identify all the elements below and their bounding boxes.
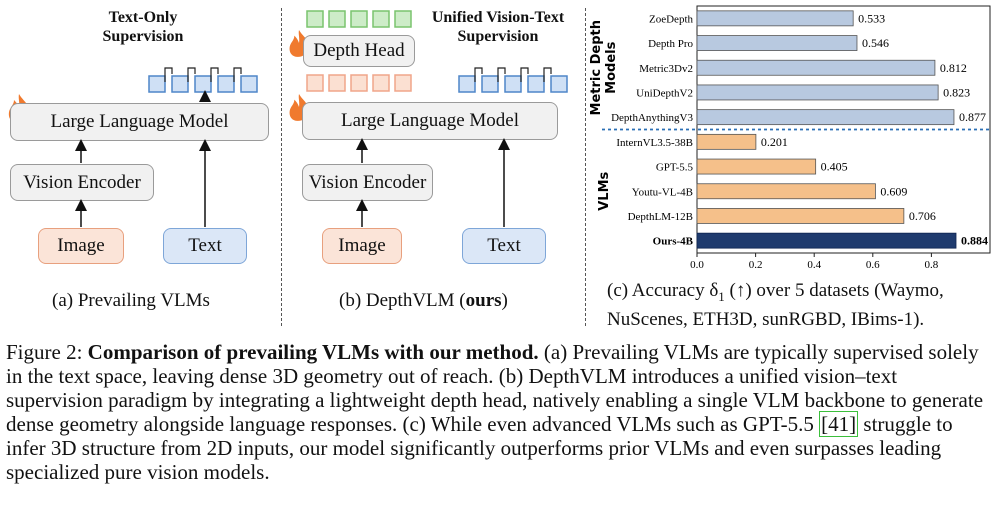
value-label: 0.812 [940, 61, 967, 75]
panel-b-text-box: Text [462, 228, 546, 264]
category-label: Depth Pro [648, 38, 693, 50]
panel-a-llm-box: Large Language Model [10, 103, 269, 141]
bar [696, 232, 957, 249]
group-label: VLMs [597, 171, 612, 210]
value-label: 0.533 [858, 11, 885, 25]
bar [696, 84, 939, 101]
category-label: Ours-4B [653, 236, 694, 248]
panel-b-llm-box: Large Language Model [302, 102, 558, 140]
panel-b-caption-prefix: (b) DepthVLM ( [339, 290, 466, 311]
figure-caption: Figure 2: Comparison of prevailing VLMs … [6, 340, 996, 484]
figure-caption-text-1: (a) Prevailing VLMs are typically superv… [6, 340, 984, 436]
divider-a-b [281, 8, 282, 326]
x-tick-label: 0.0 [690, 259, 704, 271]
value-label: 0.884 [961, 234, 988, 248]
divider-b-c [585, 8, 586, 326]
x-tick-label: 0.6 [866, 259, 880, 271]
panel-c-caption-line1-rest: (↑) over 5 datasets (Waymo, [724, 280, 944, 301]
bar [696, 59, 936, 76]
panel-b-image-box: Image [322, 228, 402, 264]
panel-b-depth-tokens [306, 10, 412, 28]
panel-a-arrows [75, 90, 211, 227]
x-tick-label: 0.2 [749, 259, 763, 271]
figure-caption-text-2: struggle to infer 3D structure from 2D i… [6, 412, 953, 484]
value-label: 0.546 [862, 36, 889, 50]
bar [696, 133, 757, 150]
value-label: 0.405 [821, 160, 848, 174]
panel-a-text-tokens [148, 67, 258, 93]
depth-head-box: Depth Head [303, 35, 415, 67]
value-label: 0.201 [761, 135, 788, 149]
panel-b-vision-tokens [306, 74, 412, 92]
group-label: Metric DepthModels [590, 20, 619, 115]
category-label: Youtu-VL-4B [632, 186, 693, 198]
figure-caption-bold: Comparison of prevailing VLMs with our m… [87, 340, 539, 364]
category-label: DepthAnythingV3 [611, 112, 693, 124]
x-tick-label: 0.4 [807, 259, 821, 271]
value-label: 0.609 [880, 184, 907, 198]
bar [696, 158, 817, 175]
panel-c-caption: (c) Accuracy δ1 (↑) over 5 datasets (Way… [607, 279, 944, 331]
panel-a-title: Text-Only Supervision [102, 9, 184, 45]
panel-b-caption: (b) DepthVLM (ours) [339, 290, 508, 312]
value-label: 0.823 [943, 85, 970, 99]
bar [696, 10, 854, 27]
panel-c-caption-line2: NuScenes, ETH3D, sunRGBD, IBims-1). [607, 308, 925, 330]
panel-b-title: Unified Vision-Text Supervision [431, 9, 565, 45]
category-label: InternVL3.5-38B [616, 137, 693, 149]
value-label: 0.877 [959, 110, 986, 124]
value-label: 0.706 [909, 209, 936, 223]
panel-b-caption-suffix: ) [501, 290, 508, 311]
citation-link[interactable]: [41] [819, 411, 859, 437]
bar [696, 208, 905, 224]
category-label: GPT-5.5 [656, 162, 694, 174]
bar [696, 109, 955, 126]
panel-a-caption: (a) Prevailing VLMs [52, 290, 210, 311]
panel-b-arrows [356, 138, 510, 227]
panel-a-text-box: Text [163, 228, 247, 264]
panel-c-caption-line1: (c) Accuracy δ [607, 280, 719, 301]
category-label: UniDepthV2 [636, 87, 693, 99]
bar [696, 35, 858, 51]
panel-b-vision-encoder-box: Vision Encoder [302, 164, 433, 201]
category-label: DepthLM-12B [628, 211, 693, 223]
category-label: ZoeDepth [649, 13, 693, 25]
x-tick-label: 0.8 [925, 259, 939, 271]
category-label: Metric3Dv2 [639, 63, 693, 75]
panel-c-caption-sub: 1 [718, 288, 725, 304]
panel-a-image-box: Image [38, 228, 124, 264]
figure-caption-label: Figure 2: [6, 340, 88, 364]
bar [696, 183, 876, 200]
panel-b-caption-bold: ours [465, 290, 502, 311]
chart-frame [696, 5, 991, 254]
panel-b-text-tokens [458, 67, 568, 93]
